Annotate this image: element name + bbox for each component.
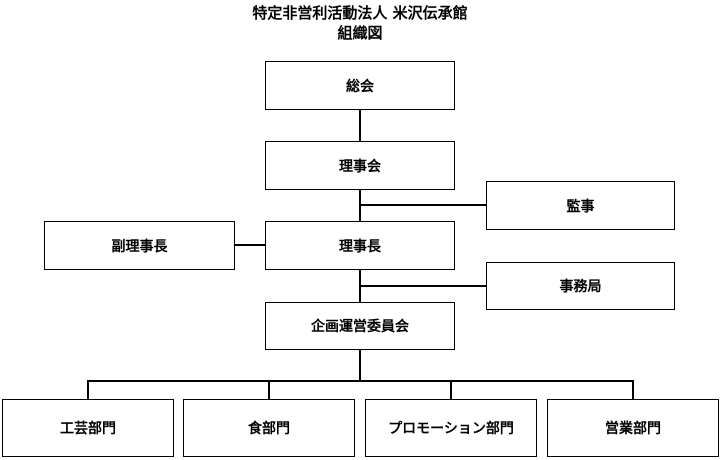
node-vice-chairman: 副理事長 [44,221,235,270]
node-board: 理事会 [265,141,455,190]
node-label: 食部門 [248,421,290,437]
node-planning-committee: 企画運営委員会 [265,302,455,350]
node-secretariat: 事務局 [486,262,675,310]
node-food-division: 食部門 [183,399,355,457]
node-chairman: 理事長 [265,221,455,270]
node-label: 事務局 [559,279,602,295]
node-label: 監事 [566,198,595,215]
node-label: 総会 [346,78,374,95]
node-label: 営業部門 [605,421,661,437]
node-label: 理事長 [339,238,381,255]
node-promotion-division: プロモーション部門 [365,399,537,457]
node-label: 理事会 [339,158,381,175]
node-label: 企画運営委員会 [311,319,409,335]
node-sales-division: 営業部門 [547,399,719,457]
node-auditor: 監事 [486,181,675,230]
chart-subtitle: 組織図 [337,24,383,42]
node-crafts-division: 工芸部門 [2,399,174,457]
node-label: プロモーション部門 [388,421,514,437]
node-label: 工芸部門 [60,421,116,437]
org-title: 特定非営利活動法人 米沢伝承館 [252,4,468,22]
node-label: 副理事長 [111,238,168,255]
node-general-meeting: 総会 [265,61,455,110]
